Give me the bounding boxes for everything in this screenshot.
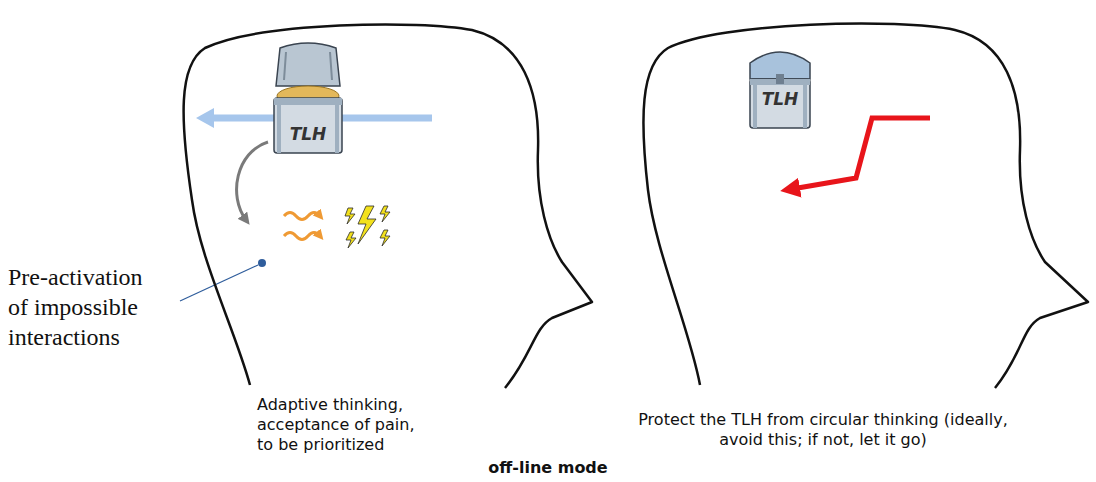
callout-label: Pre-activation of impossible interaction… [8,262,168,352]
chest-label: TLH [748,89,812,109]
head-caption: Adaptive thinking, acceptance of pain, t… [257,395,432,455]
chest-band [277,98,281,153]
lightning-bolt [380,230,390,246]
head-silhouette [630,15,1092,405]
chest-label: TLH [272,124,344,144]
treasure-chest-closed: TLH [748,45,812,130]
chest-band [803,79,807,128]
chest-lock [776,74,784,84]
lightning-bolts [345,206,390,248]
lightning-bolt [380,206,390,222]
chest-lid-band [284,52,332,80]
chest-lid [276,43,340,86]
chest-band [274,98,342,105]
grey-curved-arrow [237,142,268,220]
mode-caption: off-line mode [488,458,607,478]
lightning-bolt [358,206,376,244]
head-outline-path [643,24,1088,388]
chest-illustration [748,45,812,130]
red-arrow [792,118,930,189]
wavy-arrow [284,233,320,240]
blue-arrowhead [196,108,214,128]
head-outline: Adaptive thinking, acceptance of pain, t… [170,15,610,457]
lightning-bolt [346,232,356,248]
head-caption: Protect the TLH from circular thinking (… [633,410,1013,450]
head-silhouette [170,15,610,405]
chest-band [335,98,339,153]
wavy-arrow [284,213,320,220]
head-outline-path [184,24,592,388]
treasure-chest-open: TLH [272,40,344,155]
leader-dot [258,259,266,267]
chest-band [753,79,757,128]
head-outline: Protect the TLH from circular thinking (… [630,15,1092,452]
lightning-bolt [345,208,355,224]
